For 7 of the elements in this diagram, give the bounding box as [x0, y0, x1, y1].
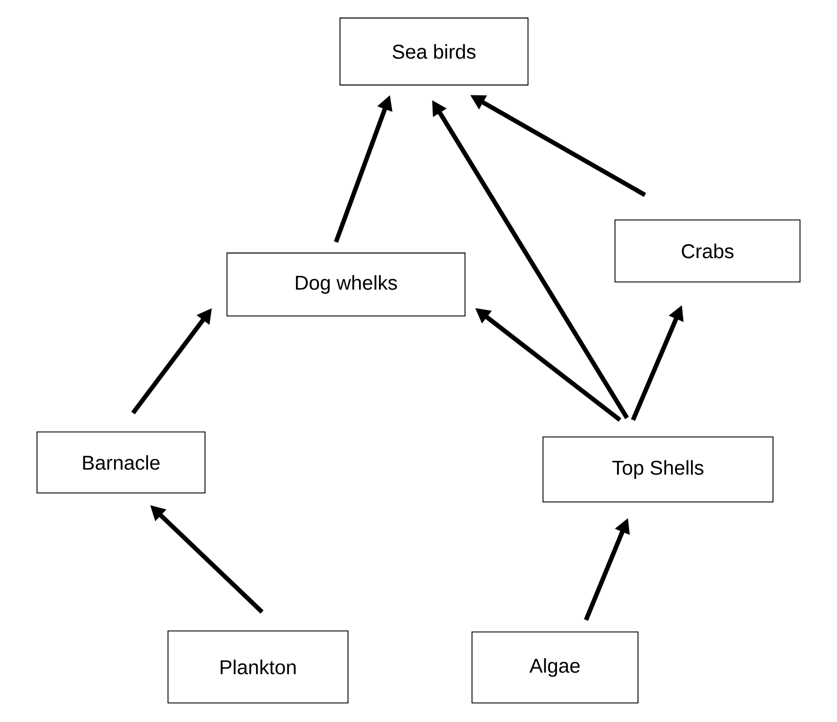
species-box: Top Shells: [542, 436, 774, 502]
species-box: Dog whelks: [226, 252, 466, 316]
species-box: Sea birds: [340, 18, 528, 86]
species-box: Crabs: [614, 220, 800, 282]
species-box: Plankton: [168, 630, 348, 704]
species-box: Algae: [472, 632, 638, 704]
species-box: Barnacle: [36, 432, 206, 494]
